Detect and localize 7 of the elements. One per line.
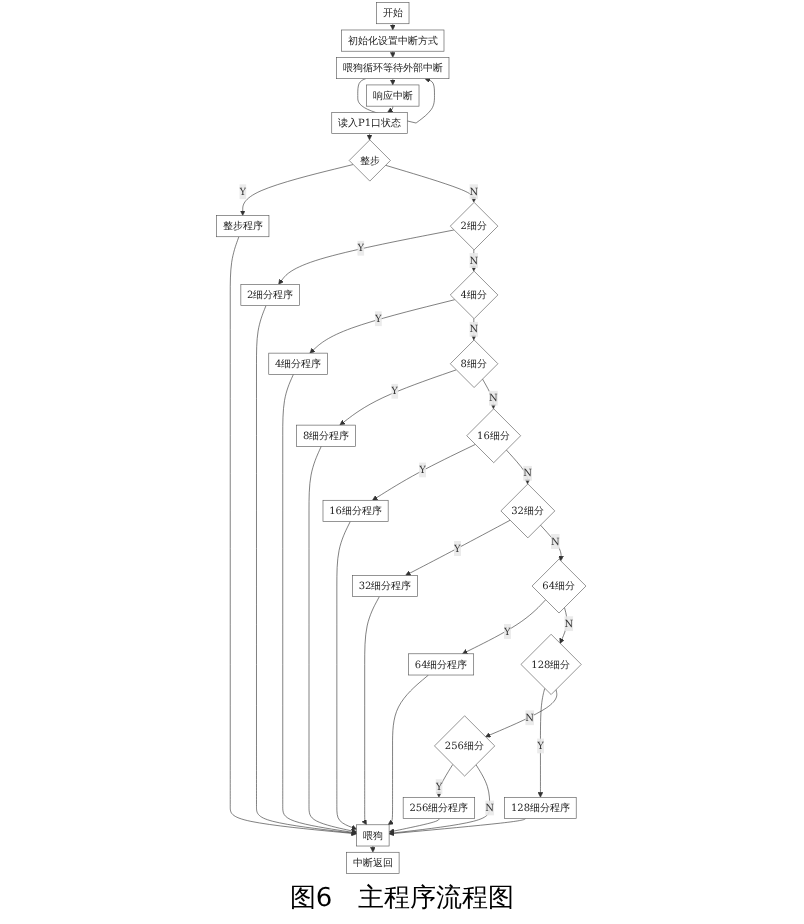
- arrow: [367, 133, 373, 141]
- arrow: [388, 105, 395, 113]
- figure-caption: 图6 主程序流程图: [289, 882, 515, 918]
- arrow: [390, 78, 397, 86]
- arrow: [390, 23, 397, 31]
- arrow: [370, 845, 377, 853]
- arrow: [390, 50, 397, 58]
